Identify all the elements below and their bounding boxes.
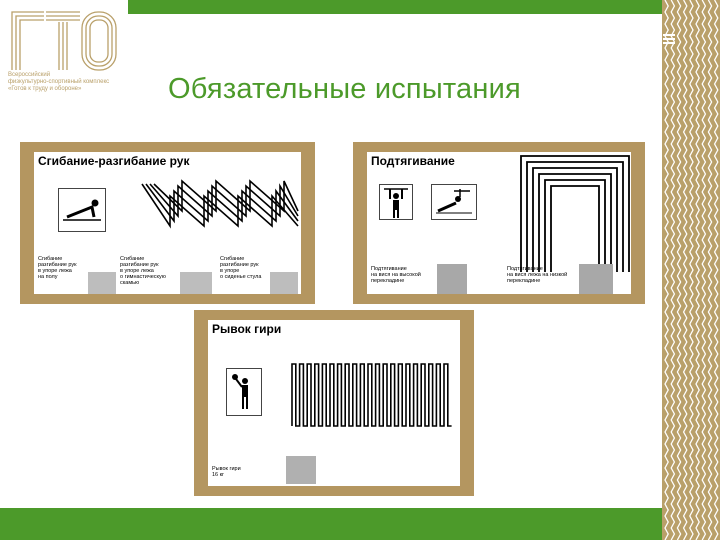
zigzag-decoration [141,179,299,229]
logo-line-2: физкультурно-спортивный комплекс [8,79,110,85]
thumb-1 [437,264,467,294]
card-title: Подтягивание [371,154,455,168]
logo-line-1: Всероссийский [8,72,51,78]
thumb-2 [579,264,613,294]
thumb-2 [180,272,212,294]
kettlebell-icon [226,368,262,416]
top-accent-bar [128,0,662,14]
logo-caption: Всероссийский физкультурно-спортивный ко… [8,72,133,93]
page-title: Обязательные испытания [168,73,521,105]
thumb-1 [88,272,116,294]
card-title: Рывок гири [212,322,282,336]
logo-line-3: «Готов к труду и обороне» [8,86,82,92]
pushup-icon [58,188,106,232]
bottom-accent-bar [0,508,662,540]
wave-pattern-column [662,0,720,540]
gto-logo [8,8,133,103]
pullup-icon [379,184,413,220]
thumb-1 [286,456,316,484]
lying-pullup-icon [431,184,477,220]
card-pullups[interactable]: Подтягивание [353,142,645,304]
card-title: Сгибание-разгибание рук [38,154,190,168]
gto-logo-mark [11,11,117,71]
meander-decoration [291,363,452,427]
thumb-3 [270,272,298,294]
arch-decoration [520,155,630,272]
menu-icon[interactable] [663,33,675,45]
